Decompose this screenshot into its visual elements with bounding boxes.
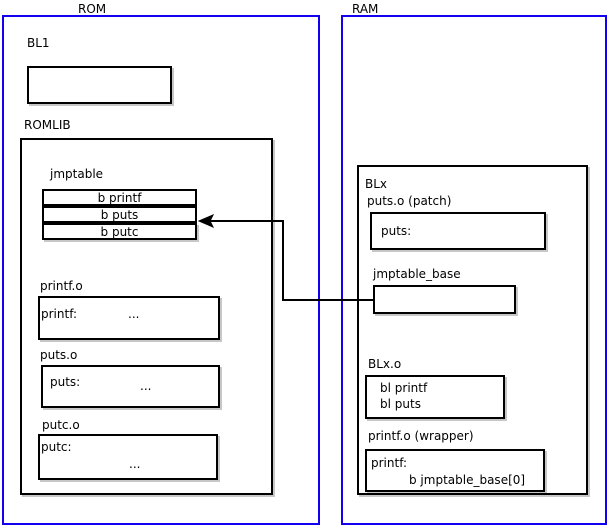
printf-wrapper-instruction: b jmptable_base[0] bbox=[409, 473, 526, 487]
blx-label: BLx bbox=[365, 177, 388, 191]
puts-patch-box: puts: bbox=[370, 212, 546, 250]
putc-o-label: putc.o bbox=[42, 418, 80, 432]
puts-o-label: puts.o bbox=[40, 348, 78, 362]
blx-o-line-0: bl printf bbox=[380, 381, 428, 395]
putc-o-body: ... bbox=[129, 457, 141, 471]
printf-o-symbol: printf: bbox=[41, 307, 78, 321]
puts-o-symbol: puts: bbox=[50, 375, 81, 389]
printf-o-body: ... bbox=[128, 307, 140, 321]
ram-region bbox=[341, 15, 607, 525]
jmptable-entry-2: b putc bbox=[42, 223, 197, 240]
jmptable-base-box bbox=[373, 285, 516, 314]
jmptable-base-label: jmptable_base bbox=[373, 267, 461, 281]
printf-o-label: printf.o bbox=[40, 279, 83, 293]
blx-o-label: BLx.o bbox=[368, 357, 402, 371]
putc-o-box: putc: ... bbox=[38, 434, 218, 480]
romlib-label: ROMLIB bbox=[24, 118, 71, 132]
blx-o-box: bl printf bl puts bbox=[365, 375, 505, 419]
puts-o-body: ... bbox=[140, 379, 152, 393]
printf-wrapper-symbol: printf: bbox=[371, 456, 408, 470]
blx-o-line-1: bl puts bbox=[380, 397, 421, 411]
jmptable-label: jmptable bbox=[50, 167, 104, 181]
puts-o-box: puts: ... bbox=[41, 365, 220, 408]
rom-region bbox=[2, 15, 320, 525]
bl1-box bbox=[27, 66, 172, 104]
putc-o-symbol: putc: bbox=[41, 440, 72, 454]
printf-wrapper-box: printf: b jmptable_base[0] bbox=[365, 449, 545, 492]
jmptable-entry-0: b printf bbox=[42, 189, 197, 206]
puts-patch-symbol: puts: bbox=[381, 224, 412, 238]
rom-region-title: ROM bbox=[78, 2, 107, 16]
puts-patch-label: puts.o (patch) bbox=[367, 194, 452, 208]
printf-wrapper-label: printf.o (wrapper) bbox=[368, 429, 474, 443]
ram-region-title: RAM bbox=[352, 2, 379, 16]
bl1-label: BL1 bbox=[27, 36, 50, 50]
jmptable-entry-1: b puts bbox=[42, 206, 197, 223]
printf-o-box: printf: ... bbox=[38, 296, 220, 340]
